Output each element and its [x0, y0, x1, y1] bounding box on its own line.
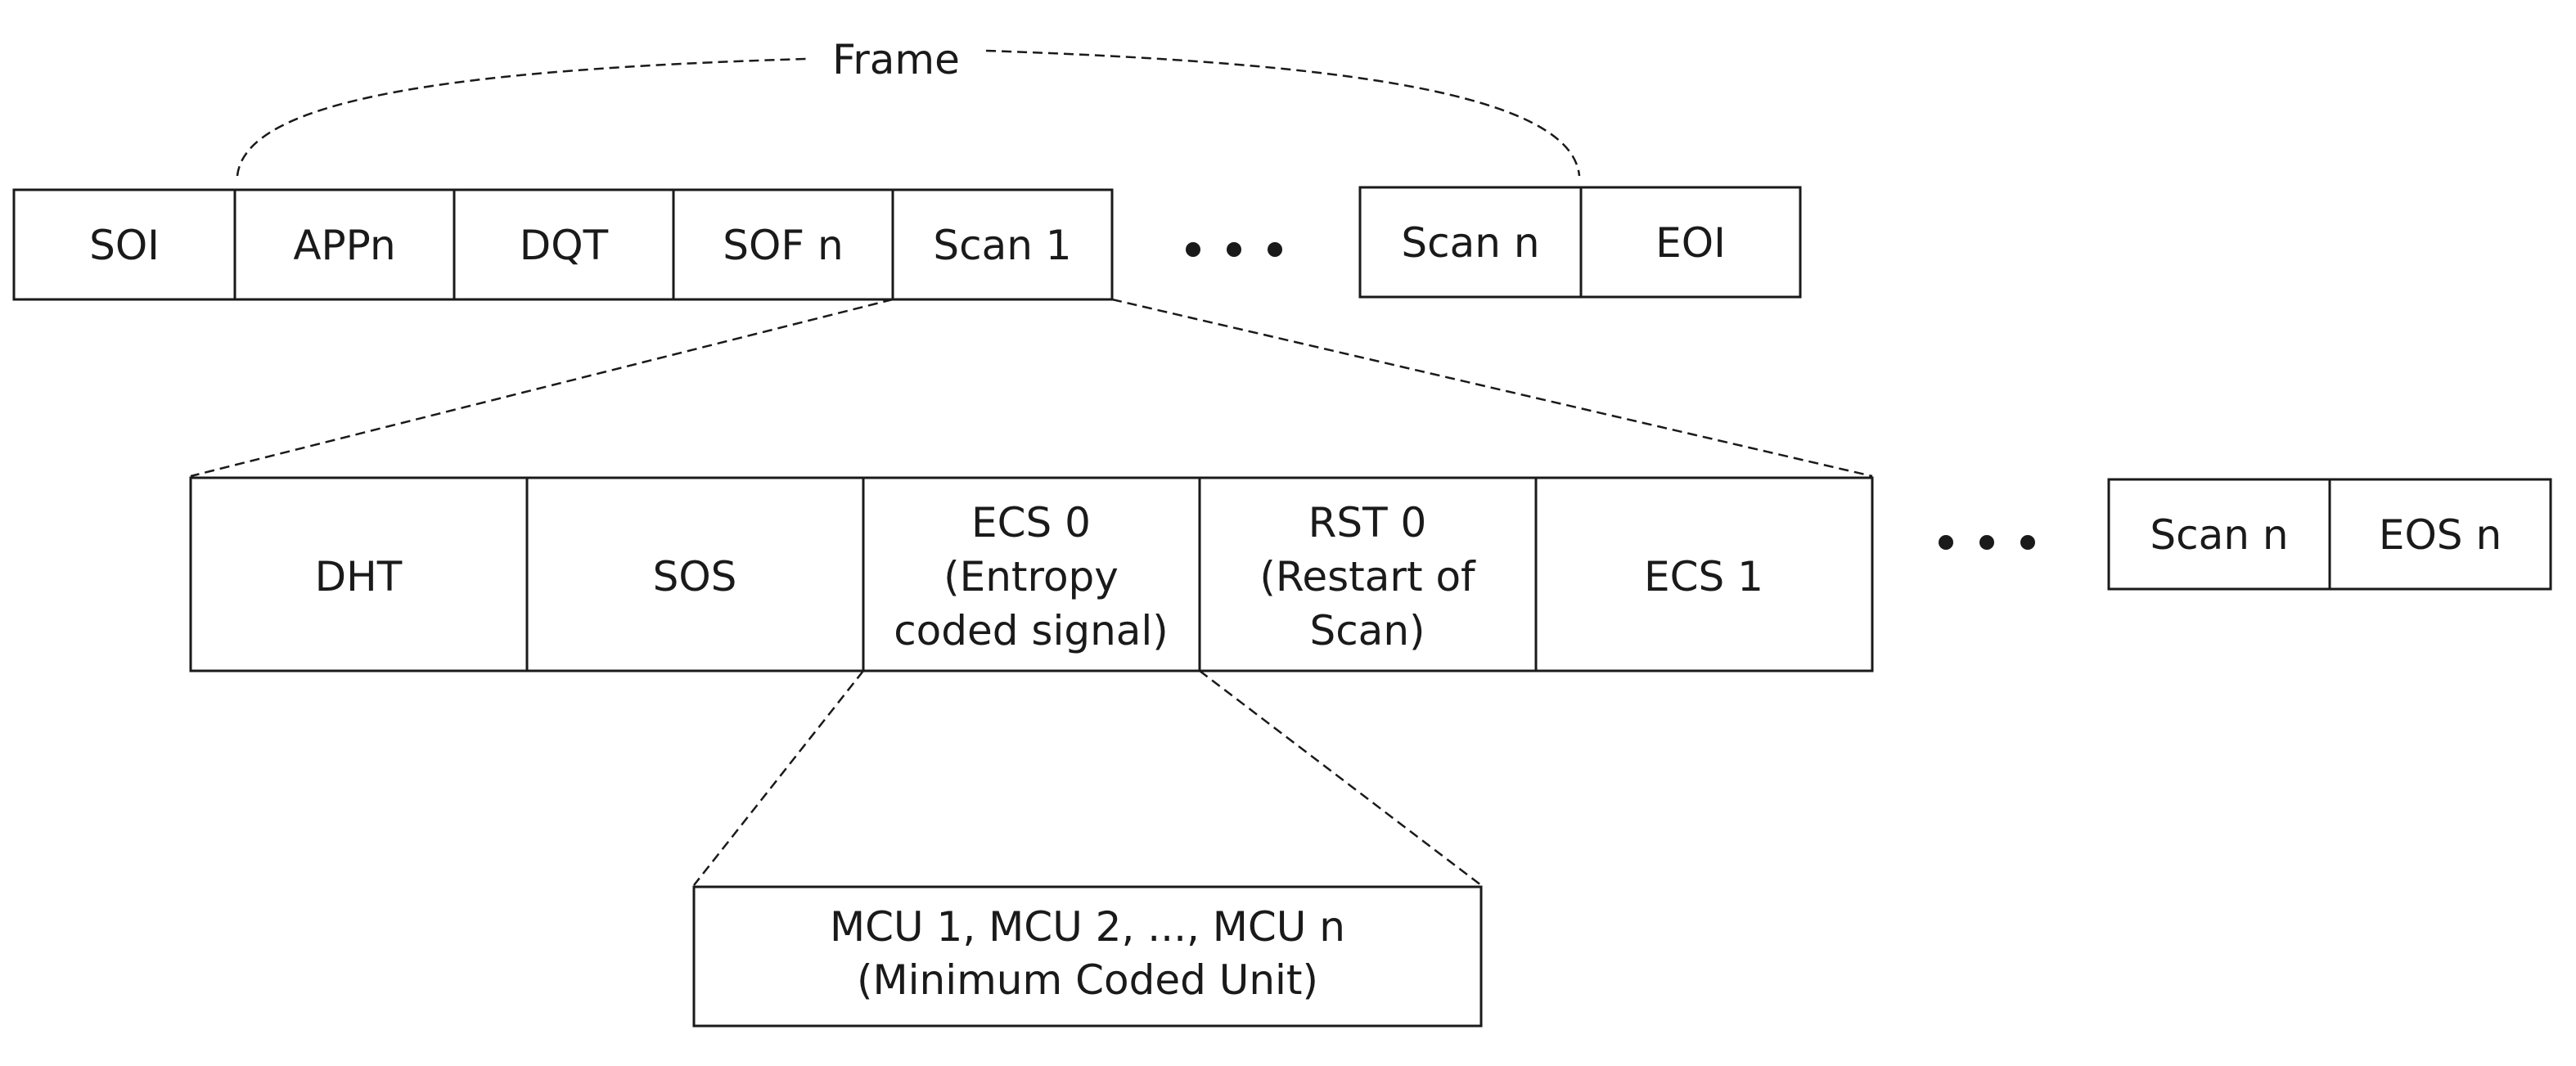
mcu-row: MCU 1, MCU 2, ..., MCU n (Minimum Coded …	[692, 885, 1483, 1028]
expand-line-right	[1111, 298, 1873, 478]
segment-eoi	[1579, 186, 1802, 299]
segment-dht	[189, 476, 529, 672]
frame-label: Frame	[832, 36, 960, 83]
segment-soi	[12, 188, 236, 301]
segment-appn-label: APPn	[293, 222, 395, 269]
segment-mcu-line-1: MCU 1, MCU 2, ..., MCU n	[830, 903, 1345, 951]
segment-rst-0-line-3: Scan)	[1309, 607, 1425, 654]
segment-ecs-0-line-1: ECS 0	[971, 499, 1091, 546]
segment-scan-n	[1358, 186, 1583, 299]
segment-dqt	[453, 188, 675, 301]
frame-bracket-right	[985, 49, 1581, 177]
segment-appn	[233, 188, 456, 301]
mcu-expand-line-left	[693, 670, 864, 886]
mcu-expand-line-right	[1199, 670, 1482, 886]
segment-scan-n-2-label: Scan n	[2150, 511, 2288, 559]
segment-scan-1-label: Scan 1	[933, 222, 1071, 269]
segment-dqt-label: DQT	[520, 222, 609, 269]
segment-rst-0-line-2: (Restart of	[1259, 553, 1476, 600]
segment-scan-1	[891, 188, 1114, 301]
file-row-group-a: SOI APPn DQT SOF n Scan 1	[12, 188, 1114, 301]
segment-sof-n-label: SOF n	[723, 222, 843, 269]
segment-soi-label: SOI	[89, 222, 160, 269]
ellipsis-top	[1186, 242, 1282, 257]
segment-sos	[525, 476, 865, 672]
expand-line-left	[190, 298, 894, 478]
segment-ecs-1-label: ECS 1	[1644, 553, 1763, 600]
segment-eoi-label: EOI	[1655, 219, 1726, 267]
segment-mcu	[692, 885, 1483, 1028]
segment-eos-n-label: EOS n	[2379, 511, 2502, 559]
segment-dht-label: DHT	[315, 553, 403, 600]
segment-ecs-0-line-2: (Entropy	[943, 553, 1119, 600]
segment-scan-n-2	[2107, 478, 2331, 591]
segment-mcu-line-2: (Minimum Coded Unit)	[857, 956, 1318, 1004]
frame-bracket-left	[236, 57, 807, 177]
file-row-group-b: Scan n EOI	[1358, 186, 1802, 299]
scan-row-group-a: DHT SOS ECS 0 (Entropy coded signal) RST…	[189, 476, 1874, 672]
segment-rst-0-line-1: RST 0	[1308, 499, 1427, 546]
segment-sos-label: SOS	[653, 553, 737, 600]
segment-eos-n	[2328, 478, 2552, 591]
ellipsis-middle	[1939, 535, 2035, 550]
segment-ecs-1	[1534, 476, 1874, 672]
segment-ecs-0	[862, 476, 1201, 672]
segment-scan-n-label: Scan n	[1401, 219, 1539, 267]
scan-row-group-b: Scan n EOS n	[2107, 478, 2552, 591]
segment-ecs-0-line-3: coded signal)	[894, 607, 1169, 654]
